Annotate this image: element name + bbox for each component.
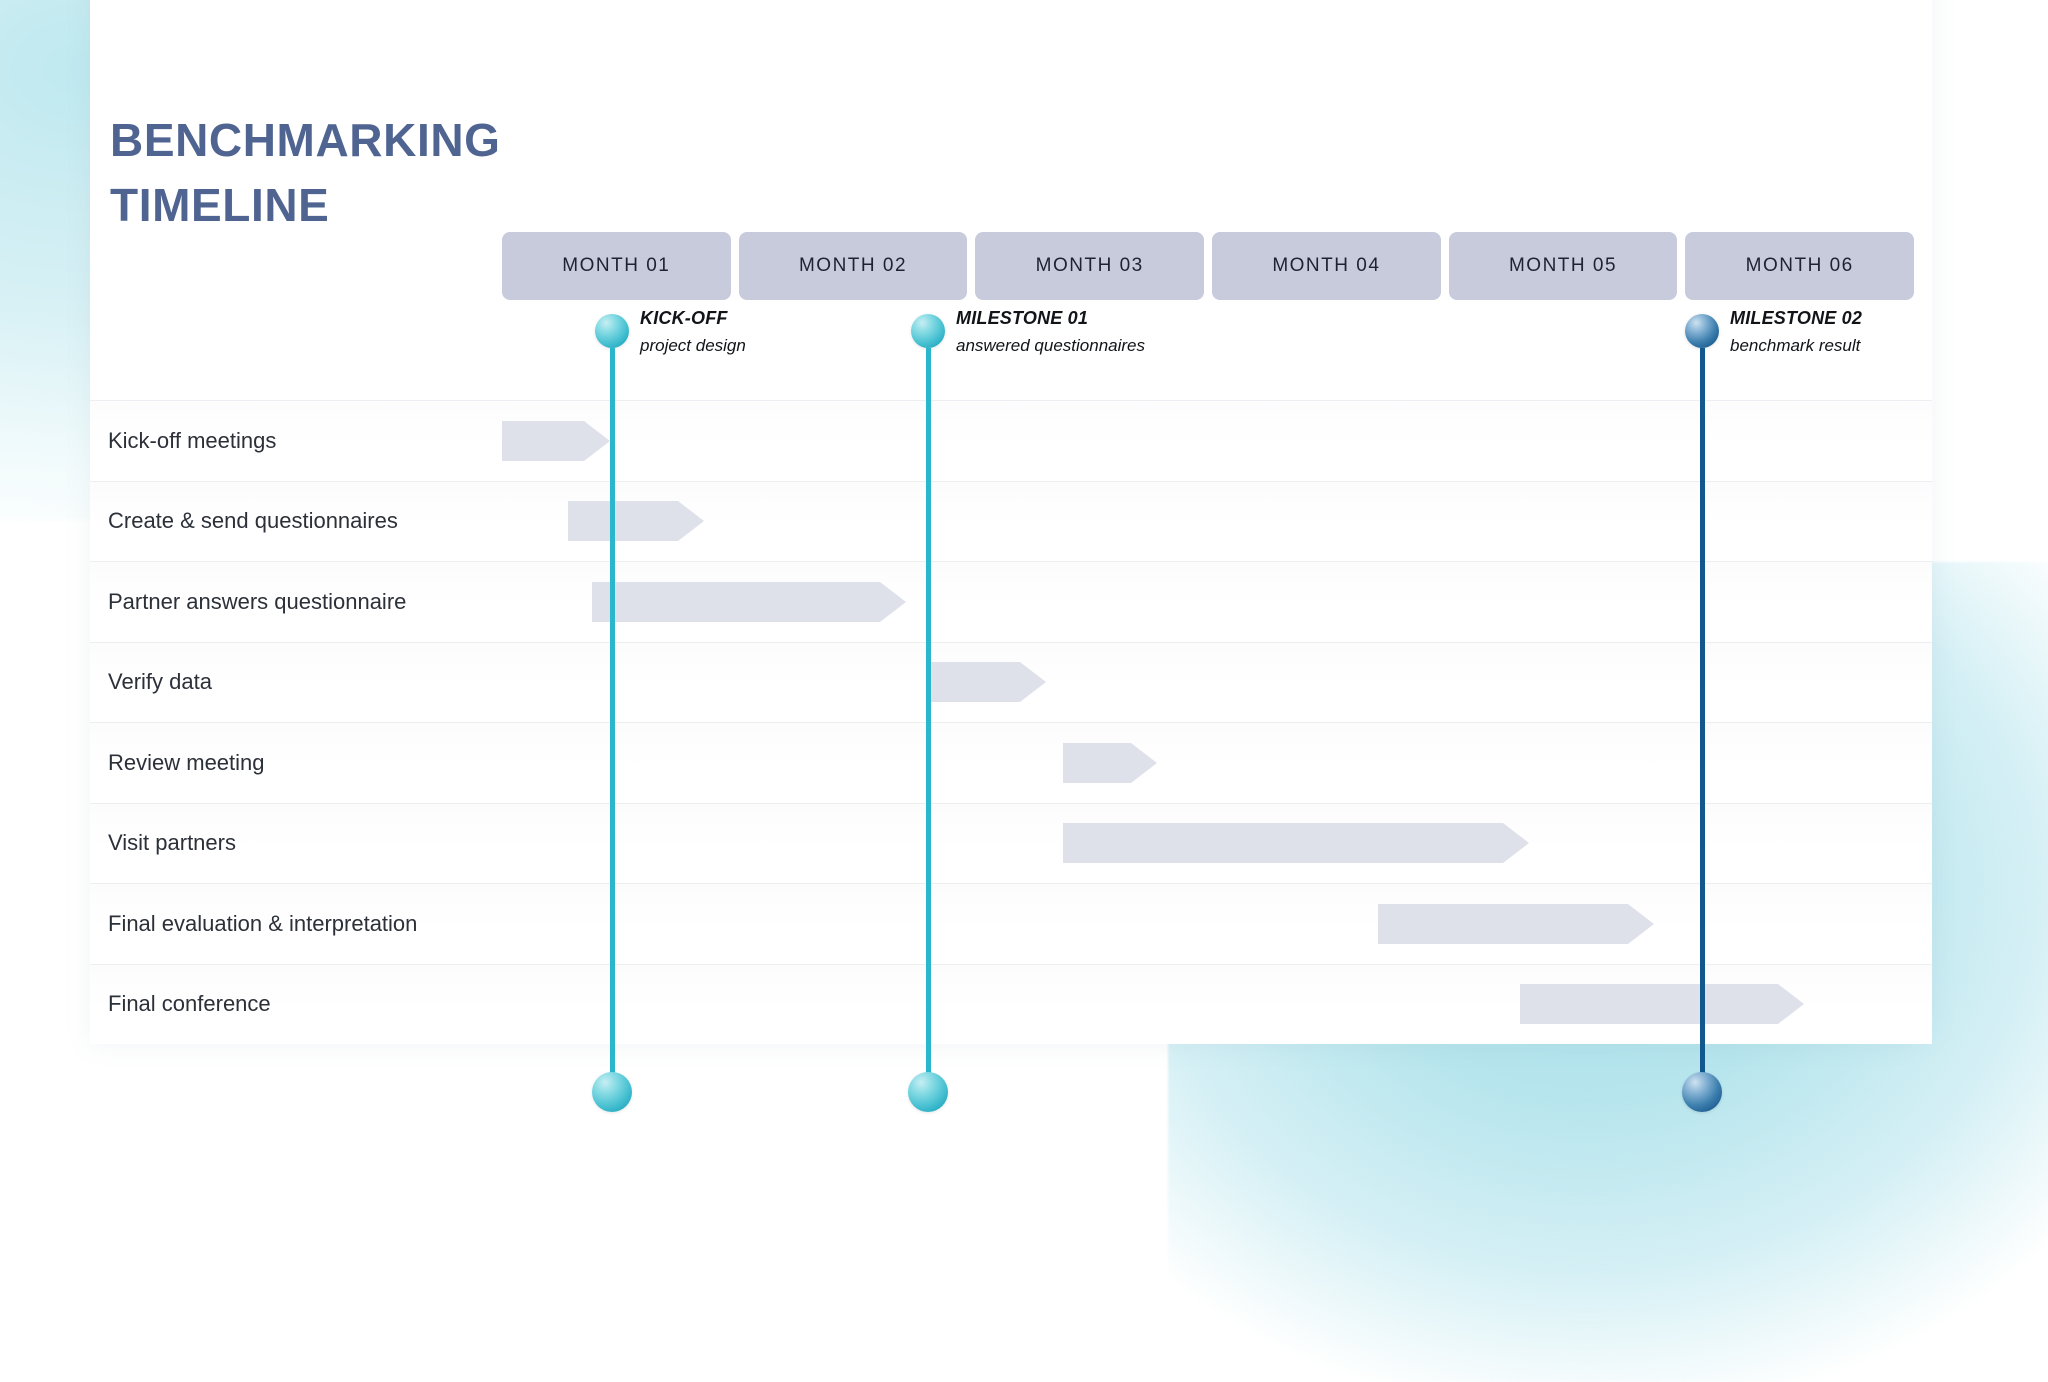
month-pill-02[interactable]: MONTH 02 <box>738 232 968 300</box>
month-label: MONTH 04 <box>1272 255 1381 276</box>
milestone-line <box>609 348 615 1090</box>
milestone-title: MILESTONE 02 <box>1730 308 1863 328</box>
gantt-bar[interactable] <box>928 662 1046 703</box>
task-label: Kick-off meetings <box>108 427 277 453</box>
month-header-strip: MONTH 01 MONTH 02 MONTH 03 MONTH 04 MONT… <box>502 232 1915 300</box>
milestone-line <box>925 348 931 1090</box>
month-label: MONTH 05 <box>1508 255 1618 276</box>
gantt-bar[interactable] <box>1063 742 1157 783</box>
milestone-sphere-top-icon <box>595 314 629 348</box>
milestone-label-group: KICK-OFF project design <box>640 308 940 356</box>
table-row[interactable]: Final conference <box>90 963 1932 1044</box>
gantt-bar[interactable] <box>1063 823 1529 864</box>
task-label: Visit partners <box>108 830 236 856</box>
gantt-bar[interactable] <box>1520 984 1804 1025</box>
table-row[interactable]: Review meeting <box>90 722 1932 803</box>
milestone-sphere-bottom-icon <box>1682 1072 1722 1112</box>
table-row[interactable]: Verify data <box>90 641 1932 722</box>
task-label: Create & send questionnaires <box>108 508 398 534</box>
table-row[interactable]: Final evaluation & interpretation <box>90 883 1932 964</box>
gantt-bar[interactable] <box>568 501 704 542</box>
month-label: MONTH 06 <box>1745 255 1854 276</box>
milestone-line <box>1699 348 1705 1090</box>
gantt-bar[interactable] <box>1378 903 1654 944</box>
gantt-bar[interactable] <box>592 581 906 622</box>
month-pill-01[interactable]: MONTH 01 <box>502 232 731 300</box>
table-row[interactable]: Partner answers questionnaire <box>90 561 1932 642</box>
task-label: Verify data <box>108 669 212 695</box>
milestone-subtitle: project design <box>640 336 746 355</box>
month-pill-04[interactable]: MONTH 04 <box>1212 232 1441 300</box>
month-label: MONTH 03 <box>1035 255 1144 276</box>
task-label: Final evaluation & interpretation <box>108 910 418 936</box>
milestone-label-group: MILESTONE 01 answered questionnaires <box>956 308 1256 356</box>
page-title: BENCHMARKING TIMELINE <box>110 108 530 239</box>
month-pill-06[interactable]: MONTH 06 <box>1685 232 1915 300</box>
milestone-subtitle: benchmark result <box>1730 336 1861 355</box>
month-label: MONTH 02 <box>798 255 908 276</box>
gantt-bar[interactable] <box>502 420 610 461</box>
gantt-rows: Kick-off meetings Create & send question… <box>90 400 1932 1044</box>
table-row[interactable]: Kick-off meetings <box>90 400 1932 481</box>
milestone-title: MILESTONE 01 <box>956 308 1089 328</box>
milestone-sphere-bottom-icon <box>908 1072 948 1112</box>
task-label: Final conference <box>108 991 271 1017</box>
month-pill-05[interactable]: MONTH 05 <box>1448 232 1678 300</box>
month-label: MONTH 01 <box>562 255 671 276</box>
table-row[interactable]: Create & send questionnaires <box>90 480 1932 561</box>
task-label: Review meeting <box>108 749 265 775</box>
milestone-subtitle: answered questionnaires <box>956 336 1146 355</box>
page-title-line-2: TIMELINE <box>110 179 330 232</box>
task-label: Partner answers questionnaire <box>108 588 407 614</box>
milestone-sphere-bottom-icon <box>592 1072 632 1112</box>
page-title-line-1: BENCHMARKING <box>110 114 501 166</box>
milestone-sphere-top-icon <box>911 314 945 348</box>
milestone-title: KICK-OFF <box>640 308 728 328</box>
milestone-sphere-top-icon <box>1685 314 1719 348</box>
milestone-label-group: MILESTONE 02 benchmark result <box>1730 308 2030 356</box>
month-pill-03[interactable]: MONTH 03 <box>975 232 1205 300</box>
table-row[interactable]: Visit partners <box>90 802 1932 883</box>
